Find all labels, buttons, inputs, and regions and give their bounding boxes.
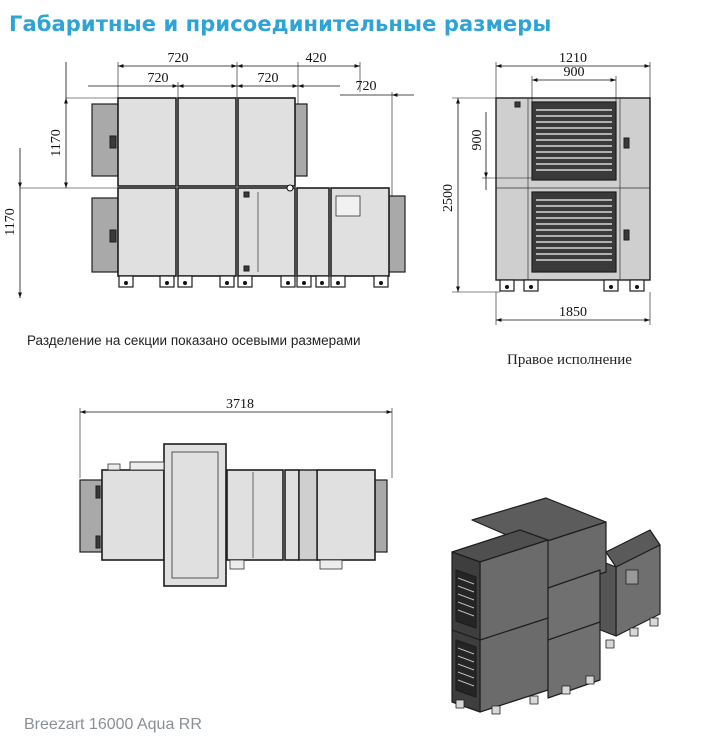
top-view-dimensions: 3718	[79, 397, 393, 478]
side-upper-grille	[531, 101, 617, 181]
side-view-drawing	[495, 97, 651, 292]
section-split-caption: Разделение на секции показано осевыми ра…	[27, 333, 361, 348]
top-section-5	[316, 469, 376, 561]
top-section-1	[101, 469, 165, 561]
top-section-2-tall	[163, 443, 227, 587]
front-dim-top-1: 720	[168, 51, 189, 66]
front-section-upper-2	[177, 97, 237, 187]
front-dim-top-2: 420	[306, 51, 327, 66]
front-section-lower-4	[296, 187, 330, 277]
side-view-dimensions: 1210 900 2500 900 1850	[441, 51, 651, 325]
side-dim-bottom: 1850	[559, 305, 587, 320]
front-dim-mid-1: 720	[148, 71, 169, 86]
side-dim-left-inner: 900	[470, 130, 485, 151]
front-dim-left-upper: 1170	[49, 129, 64, 156]
model-name: Breezart 16000 Aqua RR	[24, 716, 202, 733]
side-dim-top-inner: 900	[564, 65, 585, 80]
front-dim-mid-2: 720	[258, 71, 279, 86]
front-section-upper-1	[117, 97, 177, 187]
front-dim-mid-3: 720	[356, 79, 377, 94]
isometric-view-drawing	[451, 497, 661, 715]
side-dim-left-outer: 2500	[441, 184, 456, 212]
top-right-duct	[374, 479, 388, 553]
variant-label: Правое исполнение	[507, 352, 632, 368]
front-middle-duct	[294, 103, 308, 177]
front-view-dimensions: 720 420 720 720 720 1170 1170	[3, 51, 414, 298]
iso-control-box	[625, 569, 639, 585]
front-section-lower-2	[177, 187, 237, 277]
front-section-upper-3	[237, 97, 296, 187]
side-dim-top-outer: 1210	[559, 51, 587, 66]
top-section-4	[284, 469, 300, 561]
front-dim-left-lower: 1170	[3, 208, 18, 235]
top-view-drawing	[79, 443, 388, 587]
top-section-3	[226, 469, 284, 561]
front-section-lower-3	[237, 187, 296, 277]
page-title: Габаритные и присоединительные размеры	[9, 12, 552, 36]
top-dim-total: 3718	[226, 397, 254, 412]
front-right-duct	[388, 195, 406, 273]
front-section-lower-1	[117, 187, 177, 277]
front-view-drawing	[91, 97, 406, 288]
